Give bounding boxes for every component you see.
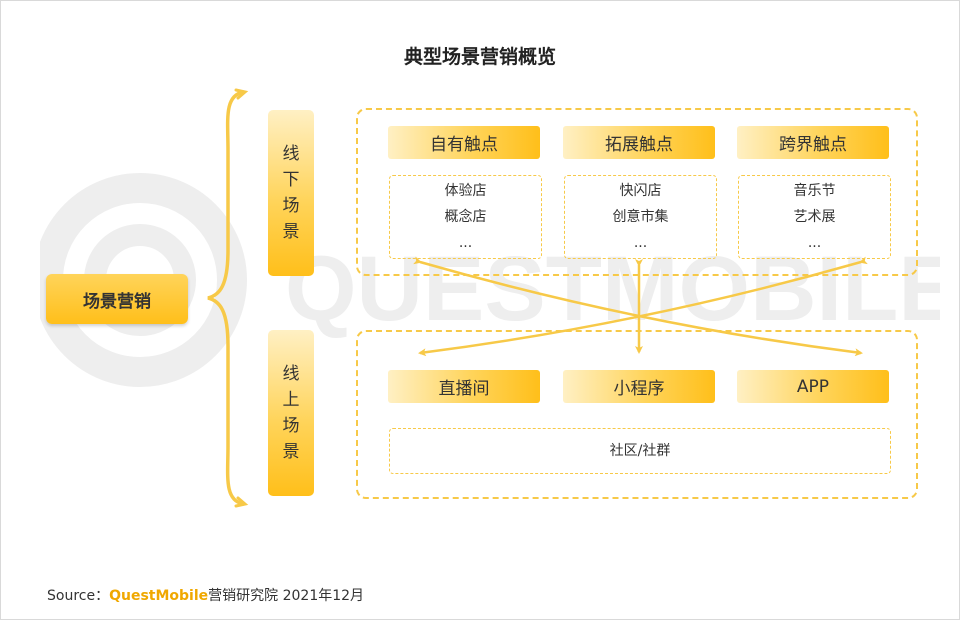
online-char-2: 上 — [282, 390, 300, 410]
brace-connector — [207, 90, 245, 506]
online-scene-label: 线 上 场 景 — [268, 330, 314, 496]
owned-touchpoint-header: 自有触点 — [388, 126, 540, 159]
list-item: 快闪店 — [619, 183, 662, 199]
crossover-touchpoint-list: 音乐节 艺术展 ... — [738, 175, 891, 259]
list-item: ... — [458, 235, 473, 251]
crossover-touchpoint-header: 跨界触点 — [737, 126, 889, 159]
scene-marketing-box: 场景营销 — [46, 274, 188, 324]
live-room-box: 直播间 — [388, 370, 540, 403]
online-char-3: 场 — [282, 416, 300, 436]
list-item: 创意市集 — [612, 209, 669, 225]
mini-program-box: 小程序 — [563, 370, 715, 403]
owned-touchpoint-list: 体验店 概念店 ... — [389, 175, 542, 259]
list-item: 体验店 — [444, 183, 487, 199]
extended-touchpoint-list: 快闪店 创意市集 ... — [564, 175, 717, 259]
list-item: 艺术展 — [793, 209, 836, 225]
brace-top-arrowhead — [234, 88, 249, 100]
offline-group — [356, 108, 918, 276]
offline-char-3: 场 — [282, 196, 300, 216]
offline-char-4: 景 — [282, 222, 300, 242]
list-item: 音乐节 — [793, 183, 836, 199]
offline-char-2: 下 — [282, 170, 300, 190]
source-brand: QuestMobile — [109, 588, 209, 604]
brace-bottom-arrowhead — [234, 496, 249, 508]
online-group — [356, 330, 918, 499]
offline-scene-label: 线 下 场 景 — [268, 110, 314, 276]
offline-char-1: 线 — [282, 144, 300, 164]
list-item: ... — [807, 235, 822, 251]
app-box: APP — [737, 370, 889, 403]
source-prefix: Source： — [47, 588, 110, 604]
extended-touchpoint-header: 拓展触点 — [563, 126, 715, 159]
list-item: 概念店 — [444, 209, 487, 225]
source-note: Source：QuestMobile营销研究院 2021年12月 — [47, 585, 364, 605]
online-char-4: 景 — [282, 442, 300, 462]
list-item: ... — [633, 235, 648, 251]
page-title: 典型场景营销概览 — [403, 46, 556, 68]
community-box: 社区/社群 — [389, 428, 891, 474]
source-suffix: 营销研究院 2021年12月 — [208, 588, 365, 604]
online-char-1: 线 — [282, 364, 300, 384]
